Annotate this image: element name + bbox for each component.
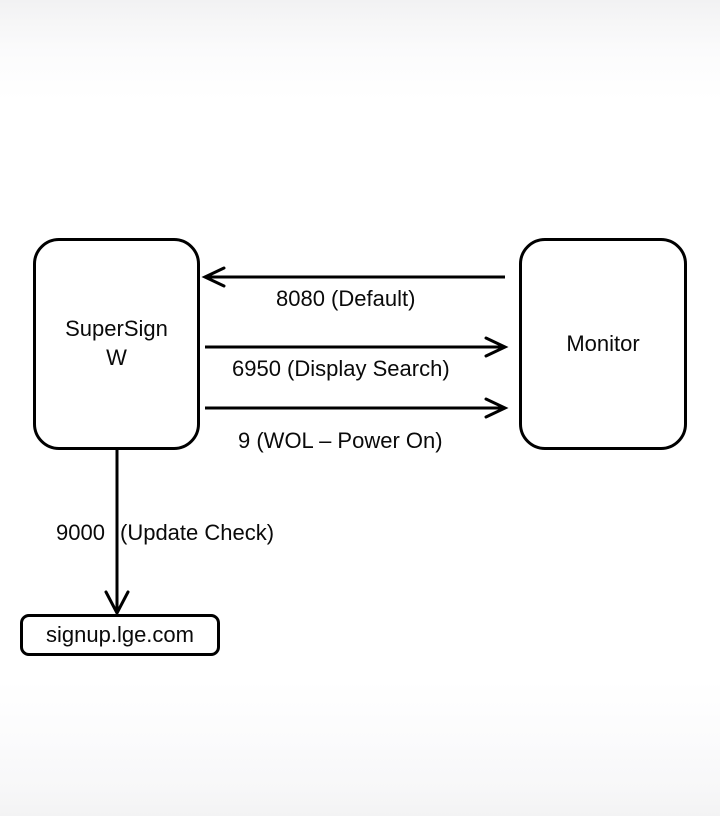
edge-label-6950: 6950 (Display Search) (232, 356, 450, 381)
edge-label-8080: 8080 (Default) (276, 286, 416, 311)
node-monitor-label: Monitor (566, 330, 640, 356)
edge-label-9000-port: 9000 (56, 520, 105, 545)
connector-9-wol (205, 397, 509, 419)
arrowhead-left-icon (201, 266, 226, 288)
connector-9000 (104, 450, 130, 617)
arrowhead-down-icon (104, 590, 130, 617)
node-supersign-w[interactable]: SuperSign W (33, 238, 200, 450)
arrowhead-right-icon (484, 397, 509, 419)
connector-8080 (201, 266, 505, 288)
arrowhead-right-icon (484, 336, 509, 358)
node-monitor[interactable]: Monitor (519, 238, 687, 450)
node-supersign-w-label: SuperSign W (65, 316, 168, 370)
edge-label-9000-description: (Update Check) (120, 520, 275, 545)
node-signup-lge-com[interactable]: signup.lge.com (20, 614, 220, 656)
node-signup-lge-com-label: signup.lge.com (46, 621, 194, 647)
edge-label-9-wol: 9 (WOL – Power On) (238, 428, 443, 453)
connector-6950 (205, 336, 509, 358)
